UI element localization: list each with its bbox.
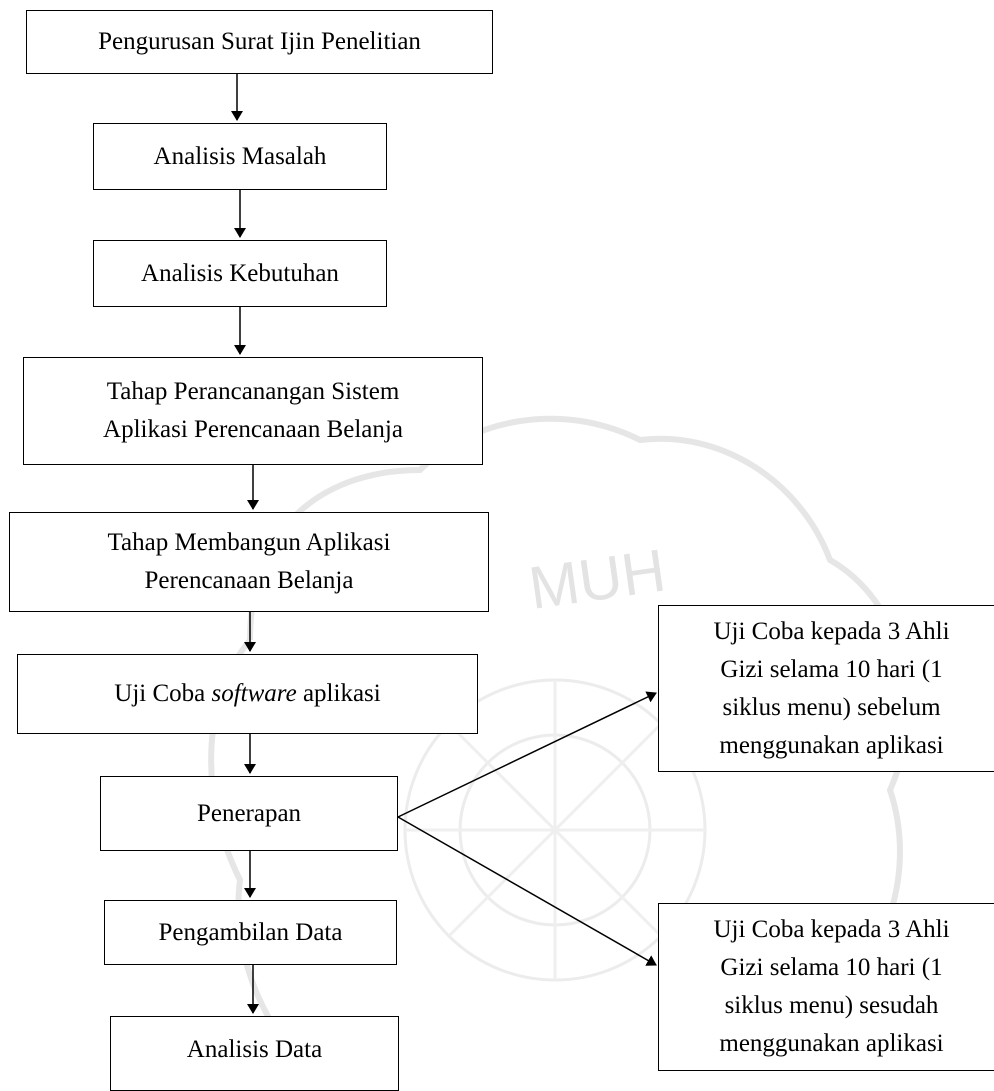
branch-line-3: siklus menu) sesudah xyxy=(724,992,939,1019)
step-analisis-data: Analisis Data xyxy=(110,1016,399,1091)
branch-line-2: Gizi selama 10 hari (1 xyxy=(720,954,943,981)
step-label-line-2: Perencanaan Belanja xyxy=(144,567,354,594)
branch-uji-coba-sesudah: Uji Coba kepada 3 Ahli Gizi selama 10 ha… xyxy=(658,903,994,1071)
step-membangun-aplikasi: Tahap Membangun Aplikasi Perencanaan Bel… xyxy=(9,512,489,612)
step-label-line-2: Aplikasi Perencanaan Belanja xyxy=(103,416,403,443)
branch-line-2: Gizi selama 10 hari (1 xyxy=(720,655,943,683)
arrow-penerapan-to-sebelum xyxy=(397,691,657,818)
step-pengurusan-surat: Pengurusan Surat Ijin Penelitian xyxy=(26,10,493,74)
step-pengambilan-data: Pengambilan Data xyxy=(104,900,397,965)
branch-line-3: siklus menu) sebelum xyxy=(722,693,941,721)
step-analisis-masalah: Analisis Masalah xyxy=(93,123,387,190)
step-label: Analisis Kebutuhan xyxy=(141,259,339,287)
arrow-penerapan-to-sesudah xyxy=(397,816,657,966)
step-uji-coba-software: Uji Coba software aplikasi xyxy=(17,654,478,734)
step-label: Pengambilan Data xyxy=(158,918,343,946)
step-label-suffix: aplikasi xyxy=(296,680,381,707)
step-label-line-1: Tahap Membangun Aplikasi xyxy=(107,529,391,556)
step-label-line-1: Tahap Perancanangan Sistem xyxy=(106,378,400,405)
step-label-prefix: Uji Coba xyxy=(114,680,212,707)
branch-line-4: menggunakan aplikasi xyxy=(719,731,944,759)
step-label: Analisis Data xyxy=(186,1036,323,1063)
step-label: Analisis Masalah xyxy=(153,142,327,170)
branch-line-1: Uji Coba kepada 3 Ahli xyxy=(713,916,950,943)
step-label: Penerapan xyxy=(196,799,302,827)
branch-line-1: Uji Coba kepada 3 Ahli xyxy=(713,617,950,645)
branch-line-4: menggunakan aplikasi xyxy=(719,1030,944,1057)
step-perancangan-sistem: Tahap Perancanangan Sistem Aplikasi Pere… xyxy=(23,357,483,465)
step-penerapan: Penerapan xyxy=(100,776,398,851)
step-label: Pengurusan Surat Ijin Penelitian xyxy=(98,28,421,55)
step-analisis-kebutuhan: Analisis Kebutuhan xyxy=(93,240,387,307)
branch-uji-coba-sebelum: Uji Coba kepada 3 Ahli Gizi selama 10 ha… xyxy=(658,605,994,772)
step-label-emphasis: software xyxy=(211,680,297,707)
